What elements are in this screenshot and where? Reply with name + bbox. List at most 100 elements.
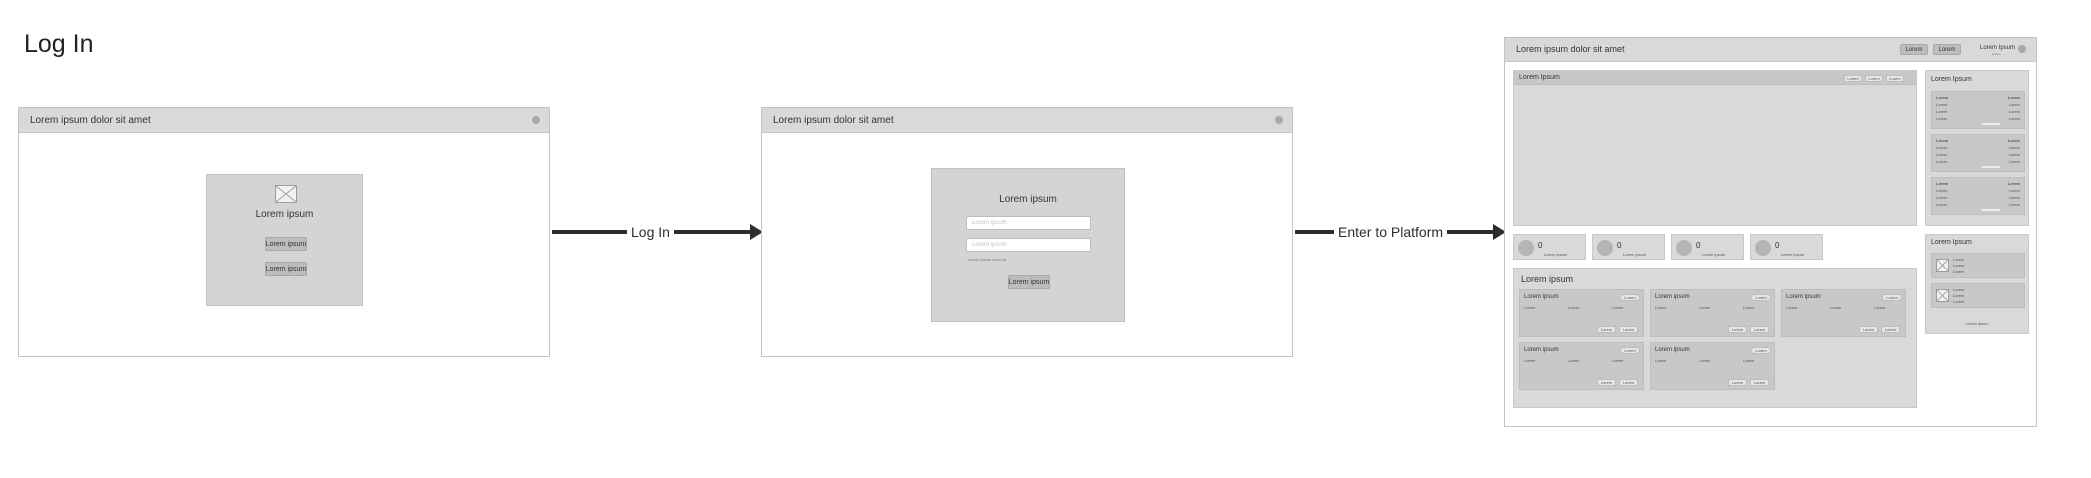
user-name: Lorem Ipsum <box>1980 45 2016 51</box>
summary-key: Lorem <box>1936 138 1949 143</box>
list-card-field: Lorem <box>1874 305 1886 310</box>
avatar-icon[interactable] <box>1275 116 1283 124</box>
stat-value: 0 <box>1617 241 1622 250</box>
summary-key: Lorem <box>1936 102 1948 107</box>
summary-key: Lorem <box>1936 95 1949 100</box>
summary-value: Lorem <box>2008 152 2020 157</box>
list-card-field: Lorem <box>1655 358 1667 363</box>
forgot-password-link[interactable]: Lorem ipsum dolor sit <box>968 257 1007 262</box>
list-card-action-button[interactable]: Lorem <box>1750 326 1769 333</box>
list-card-tag: Lorem <box>1620 347 1640 354</box>
list-card-field: Lorem <box>1568 358 1580 363</box>
summary-key: Lorem <box>1936 159 1948 164</box>
stat-value: 0 <box>1696 241 1701 250</box>
login-option-button-2[interactable]: Lorem ipsum <box>265 262 307 276</box>
side-list-item-text: Lorem <box>1953 263 1965 268</box>
list-card-action-button[interactable]: Lorem <box>1728 379 1747 386</box>
list-card-action-button[interactable]: Lorem <box>1597 379 1616 386</box>
side-panel-footer-link[interactable]: Lorem ipsum <box>1965 321 1989 326</box>
list-card-field: Lorem <box>1524 358 1536 363</box>
login-option-button-1[interactable]: Lorem ipsum <box>265 237 307 251</box>
list-card-action-button[interactable]: Lorem <box>1859 326 1878 333</box>
list-card-action-button[interactable]: Lorem <box>1881 326 1900 333</box>
summary-value: Lorem <box>2008 109 2020 114</box>
list-card-field: Lorem <box>1786 305 1798 310</box>
summary-value: Lorem <box>2008 195 2020 200</box>
item-image-placeholder-icon <box>1936 289 1949 302</box>
login-card: Lorem ipsum Lorem ipsum Lorem ipsum <box>206 174 363 306</box>
summary-key: Lorem <box>1936 181 1949 186</box>
side-list-item-text: Lorem <box>1953 287 1965 292</box>
stat-label: Lorem ipsum <box>1781 252 1805 257</box>
summary-progress-bar <box>1982 123 2000 125</box>
side-list-item-text: Lorem <box>1953 299 1965 304</box>
list-card-tag: Lorem <box>1751 294 1771 301</box>
list-card-field: Lorem <box>1743 358 1755 363</box>
arrow-head-icon <box>750 224 763 240</box>
summary-value: Lorem <box>2008 202 2020 207</box>
list-card-field: Lorem <box>1524 305 1536 310</box>
stat-icon <box>1597 240 1613 256</box>
summary-progress-bar <box>1982 166 2000 168</box>
summary-value: Lorem <box>2008 188 2020 193</box>
list-card-action-button[interactable]: Lorem <box>1728 326 1747 333</box>
avatar-icon[interactable] <box>532 116 540 124</box>
summary-value: Lorem <box>2008 159 2020 164</box>
logo-image-placeholder-icon <box>275 185 297 203</box>
list-card-tag: Lorem <box>1620 294 1640 301</box>
stat-icon <box>1518 240 1534 256</box>
list-card-action-button[interactable]: Lorem <box>1750 379 1769 386</box>
password-field[interactable]: Lorem ipsum <box>966 238 1091 252</box>
panel-action-button[interactable]: Lorem <box>1886 75 1904 82</box>
summary-value: Lorem <box>2007 95 2020 100</box>
list-card-title: Lorem ipsum <box>1655 347 1690 353</box>
platform-topbar: Lorem ipsum dolor sit amet Lorem Lorem L… <box>1505 38 2036 62</box>
summary-key: Lorem <box>1936 109 1948 114</box>
side-list-item-text: Lorem <box>1953 293 1965 298</box>
user-subtitle: Lorem <box>1992 52 2001 56</box>
list-card-field: Lorem <box>1612 305 1624 310</box>
login-submit-button[interactable]: Lorem ipsum <box>1008 275 1050 289</box>
screen-platform-dashboard: Lorem ipsum dolor sit amet Lorem Lorem L… <box>1504 37 2037 427</box>
main-panel-header: Lorem Ipsum Lorem Lorem Lorem <box>1514 71 1916 85</box>
panel-action-button[interactable]: Lorem <box>1844 75 1862 82</box>
login-form-card: Lorem ipsum Lorem ipsum Lorem ipsum Lore… <box>931 168 1125 322</box>
username-field[interactable]: Lorem ipsum <box>966 216 1091 230</box>
list-card-action-button[interactable]: Lorem <box>1597 326 1616 333</box>
stat-value: 0 <box>1775 241 1780 250</box>
nav-button-2[interactable]: Lorem <box>1933 44 1961 55</box>
list-card-field: Lorem <box>1699 305 1711 310</box>
list-panel-title: Lorem ipsum <box>1521 274 1574 284</box>
screen-topbar: Lorem ipsum dolor sit amet <box>762 108 1292 133</box>
list-card-action-button[interactable]: Lorem <box>1619 326 1638 333</box>
screen-login-options: Lorem ipsum dolor sit amet Lorem ipsum L… <box>18 107 550 357</box>
form-title: Lorem ipsum <box>999 194 1057 205</box>
flow-arrow-label: Log In <box>627 224 674 240</box>
panel-action-button[interactable]: Lorem <box>1865 75 1883 82</box>
screen-title: Lorem ipsum dolor sit amet <box>1516 44 1625 54</box>
list-card-title: Lorem ipsum <box>1524 294 1559 300</box>
summary-progress-bar <box>1982 209 2000 211</box>
list-card-tag: Lorem <box>1882 294 1902 301</box>
side-list-item-text: Lorem <box>1953 269 1965 274</box>
side-panel-title: Lorem Ipsum <box>1931 239 1972 246</box>
arrow-head-icon <box>1493 224 1506 240</box>
main-panel-title: Lorem Ipsum <box>1519 74 1560 81</box>
card-title: Lorem ipsum <box>255 209 314 220</box>
nav-button-1[interactable]: Lorem <box>1900 44 1928 55</box>
stat-label: Lorem ipsum <box>1623 252 1647 257</box>
avatar-icon[interactable] <box>2018 45 2026 53</box>
list-card-action-button[interactable]: Lorem <box>1619 379 1638 386</box>
